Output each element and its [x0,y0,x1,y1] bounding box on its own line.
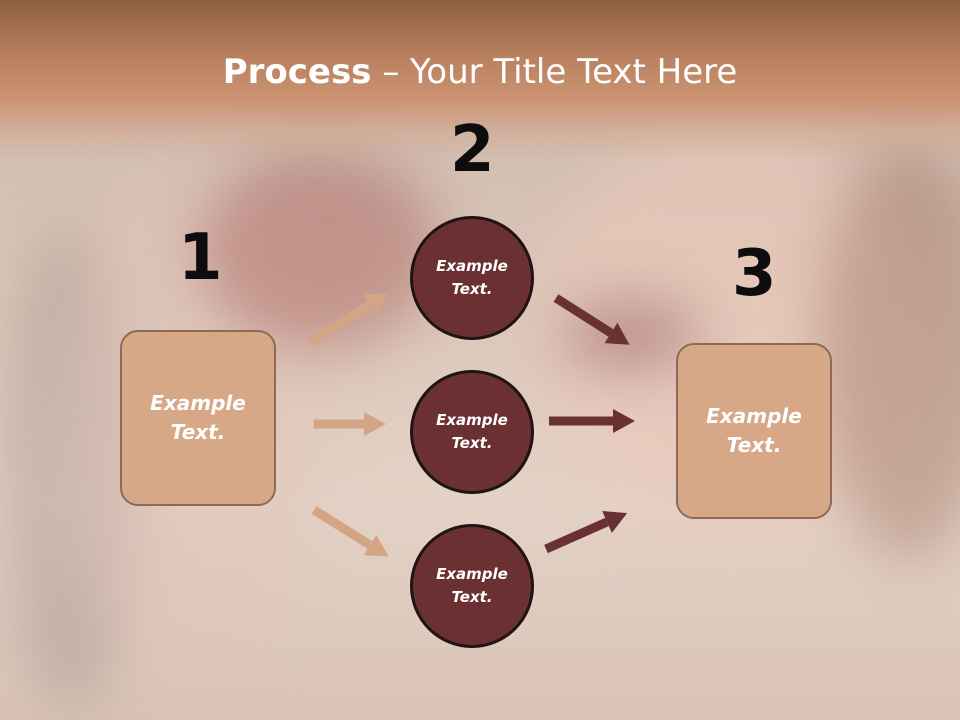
circle-top-text: Example Text. [436,257,508,298]
circle-middle: Example Text. [410,370,534,494]
step-number-3: 3 [732,237,777,311]
title-band [0,0,960,160]
title-bold: Process [222,52,372,92]
step-number-1: 1 [178,221,223,295]
background-photo-rose [200,150,440,350]
left-box: Example Text. [120,330,276,506]
right-box: Example Text. [676,343,832,519]
arrow-2-top-to-3 [553,294,630,345]
arrow-2-bottom-to-3 [544,511,628,554]
right-box-text: Example Text. [706,404,802,457]
circle-middle-text: Example Text. [436,411,508,452]
left-box-text: Example Text. [150,391,246,444]
background-photo-hair [820,140,960,560]
step-number-2: 2 [450,113,495,187]
circle-top: Example Text. [410,216,534,340]
arrow-1-to-2-bottom [311,506,389,557]
background-photo-shadow [0,230,140,710]
title-rest: – Your Title Text Here [371,52,738,92]
arrow-1-to-2-top [307,293,389,346]
circle-bottom-text: Example Text. [436,565,508,606]
circle-bottom: Example Text. [410,524,534,648]
slide-title: Process – Your Title Text Here [0,52,960,92]
